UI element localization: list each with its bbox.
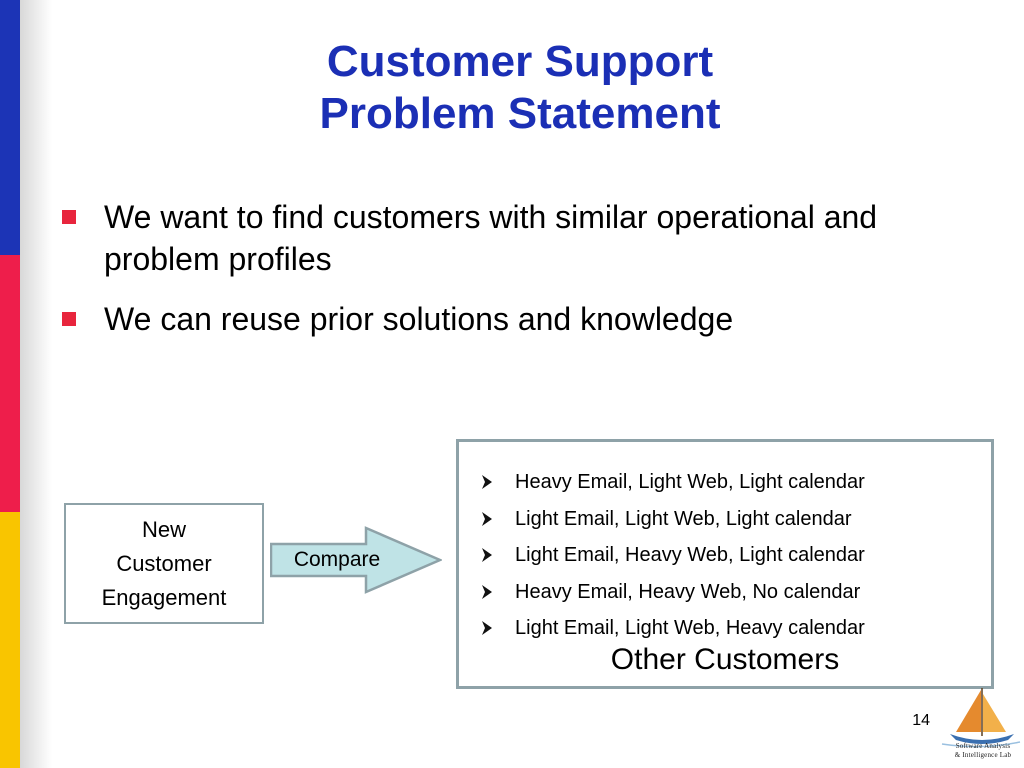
compare-arrow-icon [270,526,442,594]
list-item: Heavy Email, Light Web, Light calendar [479,464,989,501]
bullet-square-icon [62,312,76,326]
bullet-list: We want to find customers with similar o… [62,196,962,358]
logo-line-1: Software Analysis [955,742,1011,750]
logo-line-2: & Intelligence Lab [954,751,1012,759]
page-number: 14 [912,712,930,729]
new-box-line-3: Engagement [101,584,227,610]
new-customer-box: New Customer Engagement [64,503,264,624]
left-color-bar [0,0,20,768]
title-line-2: Problem Statement [319,89,721,138]
list-item-text: Light Email, Light Web, Light calendar [515,507,852,530]
bullet-square-icon [62,210,76,224]
bar-yellow-segment [0,512,20,768]
bullet-text: We want to find customers with similar o… [104,199,878,277]
list-item-text: Heavy Email, Heavy Web, No calendar [515,580,861,603]
chevron-bullet-icon [482,584,492,599]
list-item-text: Light Email, Light Web, Heavy calendar [515,617,865,639]
bullet-item: We want to find customers with similar o… [62,196,962,280]
title-line-1: Customer Support [326,37,714,86]
customer-profile-list: Heavy Email, Light Web, Light calendar L… [479,464,989,647]
bar-red-segment [0,255,20,512]
bar-blue-segment [0,0,20,255]
list-item: Light Email, Light Web, Light calendar [479,501,989,538]
slide-title: Customer Support Problem Statement [120,36,920,140]
list-item: Heavy Email, Heavy Web, No calendar [479,574,989,611]
bullet-item: We can reuse prior solutions and knowled… [62,298,962,340]
bullet-text: We can reuse prior solutions and knowled… [104,301,734,337]
chevron-bullet-icon [482,511,492,526]
chevron-bullet-icon [482,475,492,489]
left-shadow [20,0,52,768]
new-box-line-1: New [141,516,186,542]
other-customers-box: Heavy Email, Light Web, Light calendar L… [456,439,994,689]
other-customers-caption: Other Customers [610,643,840,676]
sail-logo-icon [941,688,1021,748]
new-box-line-2: Customer [116,550,212,576]
chevron-bullet-icon [482,621,492,635]
logo-caption: Software Analysis & Intelligence Lab [944,742,1022,760]
list-item-text: Heavy Email, Light Web, Light calendar [515,471,865,493]
compare-label: Compare [293,548,381,571]
chevron-bullet-icon [482,548,492,562]
list-item: Light Email, Heavy Web, Light calendar [479,537,989,574]
list-item-text: Light Email, Heavy Web, Light calendar [515,544,865,566]
list-item: Light Email, Light Web, Heavy calendar [479,610,989,647]
